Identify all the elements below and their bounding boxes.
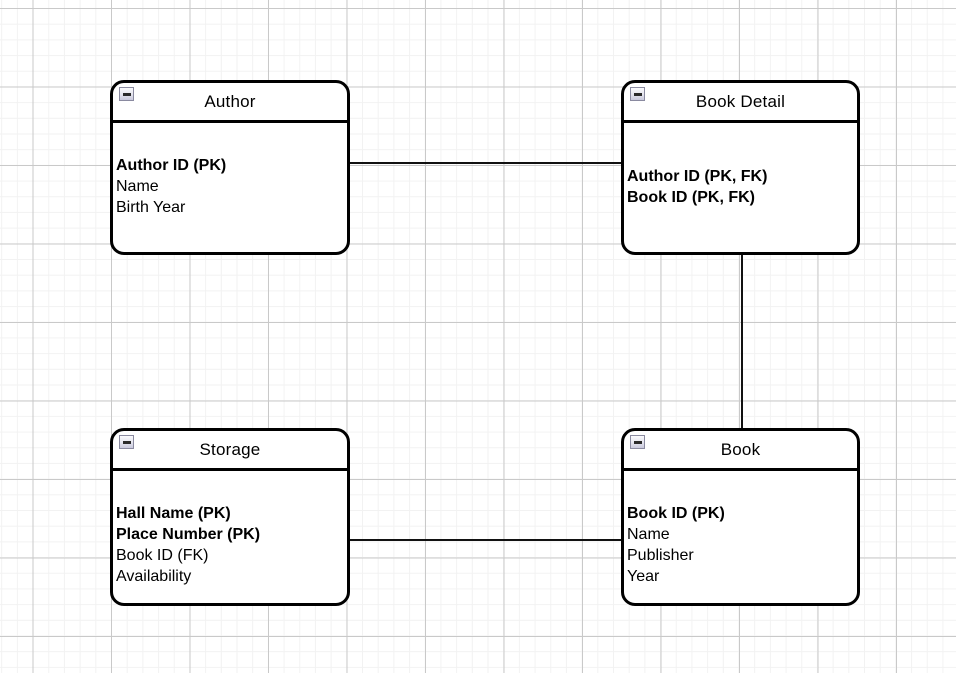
entity-author-title: Author xyxy=(204,92,256,111)
attribute-row: Place Number (PK) xyxy=(116,526,261,543)
entity-book-detail-header: Book Detail xyxy=(624,83,857,123)
entity-storage-attributes: Hall Name (PK) Place Number (PK) Book ID… xyxy=(113,471,347,587)
entity-book-header: Book xyxy=(624,431,857,471)
minus-icon[interactable] xyxy=(630,87,645,101)
entity-book-detail-attributes: Author ID (PK, FK) Book ID (PK, FK) xyxy=(624,123,857,208)
entity-book-attributes: Book ID (PK) Name Publisher Year xyxy=(624,471,857,587)
minus-icon[interactable] xyxy=(630,435,645,449)
attribute-row: Birth Year xyxy=(116,199,186,216)
attribute-row: Book ID (PK, FK) xyxy=(627,189,755,206)
relationship-storage-book[interactable] xyxy=(350,539,621,541)
minus-icon-bar xyxy=(633,440,642,444)
attribute-row: Book ID (FK) xyxy=(116,547,209,564)
minus-icon-bar xyxy=(633,92,642,96)
entity-book[interactable]: Book Book ID (PK) Name Publisher Year xyxy=(621,428,860,606)
entity-storage-header: Storage xyxy=(113,431,347,471)
minus-icon[interactable] xyxy=(119,435,134,449)
entity-storage[interactable]: Storage Hall Name (PK) Place Number (PK)… xyxy=(110,428,350,606)
relationship-author-bookdetail[interactable] xyxy=(350,162,621,164)
entity-book-title: Book xyxy=(720,440,761,459)
entity-author-attributes: Author ID (PK) Name Birth Year xyxy=(113,123,347,218)
minus-icon-bar xyxy=(122,440,131,444)
attribute-row: Publisher xyxy=(627,547,694,564)
attribute-row: Availability xyxy=(116,568,192,585)
entity-author-header: Author xyxy=(113,83,347,123)
attribute-row: Author ID (PK) xyxy=(116,157,227,174)
relationship-bookdetail-book[interactable] xyxy=(741,255,743,428)
attribute-row: Hall Name (PK) xyxy=(116,505,231,522)
entity-book-detail[interactable]: Book Detail Author ID (PK, FK) Book ID (… xyxy=(621,80,860,255)
attribute-row: Year xyxy=(627,568,660,585)
entity-author[interactable]: Author Author ID (PK) Name Birth Year xyxy=(110,80,350,255)
attribute-row: Author ID (PK, FK) xyxy=(627,168,768,185)
attribute-row: Book ID (PK) xyxy=(627,505,725,522)
minus-icon[interactable] xyxy=(119,87,134,101)
attribute-row: Name xyxy=(116,178,159,195)
attribute-row: Name xyxy=(627,526,670,543)
minus-icon-bar xyxy=(122,92,131,96)
entity-storage-title: Storage xyxy=(199,440,261,459)
entity-book-detail-title: Book Detail xyxy=(695,92,786,111)
